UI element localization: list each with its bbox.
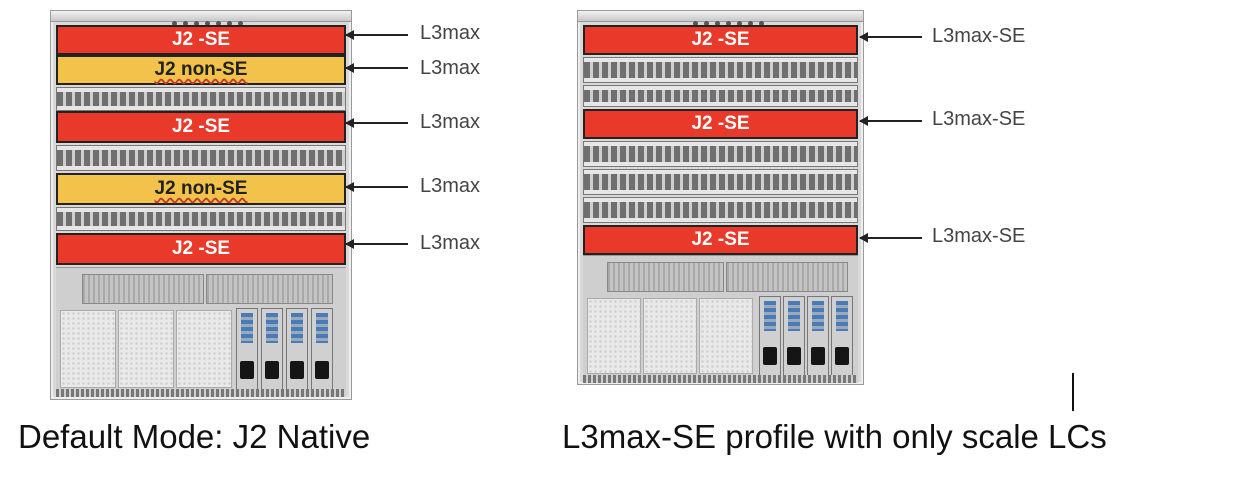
line-card-ports [583,197,858,223]
right-caption: L3max-SE profile with only scale LCs [562,418,1107,455]
callout-label: L3max-SE [932,108,1026,130]
line-card-label: J2 -SE [171,238,231,259]
power-supply [286,308,308,390]
route-processor-area [583,255,858,376]
line-card-label: J2 -SE [171,116,231,137]
line-card-j2-se: J2 -SE [56,111,346,143]
line-card-label: J2 -SE [691,229,750,250]
route-processor-card [82,274,204,304]
line-card-ports [56,207,346,231]
callout-arrow [345,182,408,192]
fan-tray [176,310,232,388]
power-supply [311,308,333,390]
chassis-top-bar [578,11,863,26]
line-card-j2-se: J2 -SE [583,109,858,139]
callout-label: L3max [420,22,481,44]
callout-label: L3max [420,232,481,254]
callout-label: L3max [420,57,481,79]
callout-label: L3max [420,175,481,197]
status-leds [690,13,767,26]
callout-arrow [345,63,408,73]
callout-label: L3max [420,111,481,133]
power-supply [236,308,258,390]
line-card-j2-se: J2 -SE [56,233,346,265]
line-card-ports [583,141,858,167]
status-leds [169,13,246,26]
line-card-j2-non-se: J2 non-SE [56,55,346,85]
callout-label: L3max-SE [932,225,1026,247]
line-card-label: J2 non-SE [154,59,248,80]
power-supply [831,296,853,376]
left-caption: Default Mode: J2 Native [18,418,371,455]
text-cursor [1072,373,1074,411]
line-card-label: J2 -SE [171,29,231,50]
bottom-grille [56,389,346,397]
line-card-ports [56,87,346,111]
power-supply [783,296,805,376]
chassis-top-bar [51,11,351,26]
power-supply [261,308,283,390]
callout-arrow [345,118,408,128]
power-supply [759,296,781,376]
line-card-j2-se: J2 -SE [56,25,346,55]
fan-tray [118,310,174,388]
fan-tray [60,310,116,388]
callout-arrow [345,30,408,40]
line-card-label: J2 -SE [691,113,750,134]
callout-arrow [345,239,408,249]
route-processor-card [206,274,333,304]
power-supply [807,296,829,376]
callout-arrow [859,233,922,243]
line-card-ports [583,57,858,83]
line-card-j2-se: J2 -SE [583,25,858,55]
line-card-ports [583,85,858,107]
line-card-ports [56,145,346,171]
callout-label: L3max-SE [932,25,1026,47]
route-processor-card [726,262,848,292]
line-card-ports [583,169,858,195]
callout-arrow [859,116,922,126]
fan-tray [587,298,641,374]
fan-tray [699,298,753,374]
line-card-label: J2 -SE [691,29,750,50]
route-processor-area [56,267,346,390]
callout-arrow [859,32,922,42]
right-chassis: J2 -SE J2 -SE J2 -SE [577,10,864,385]
bottom-grille [583,375,858,383]
line-card-j2-se: J2 -SE [583,225,858,255]
fan-tray [643,298,697,374]
line-card-label: J2 non-SE [154,178,248,199]
left-chassis: J2 -SE J2 non-SE J2 -SE J2 non-SE J2 -SE [50,10,352,400]
line-card-j2-non-se: J2 non-SE [56,173,346,205]
route-processor-card [607,262,724,292]
